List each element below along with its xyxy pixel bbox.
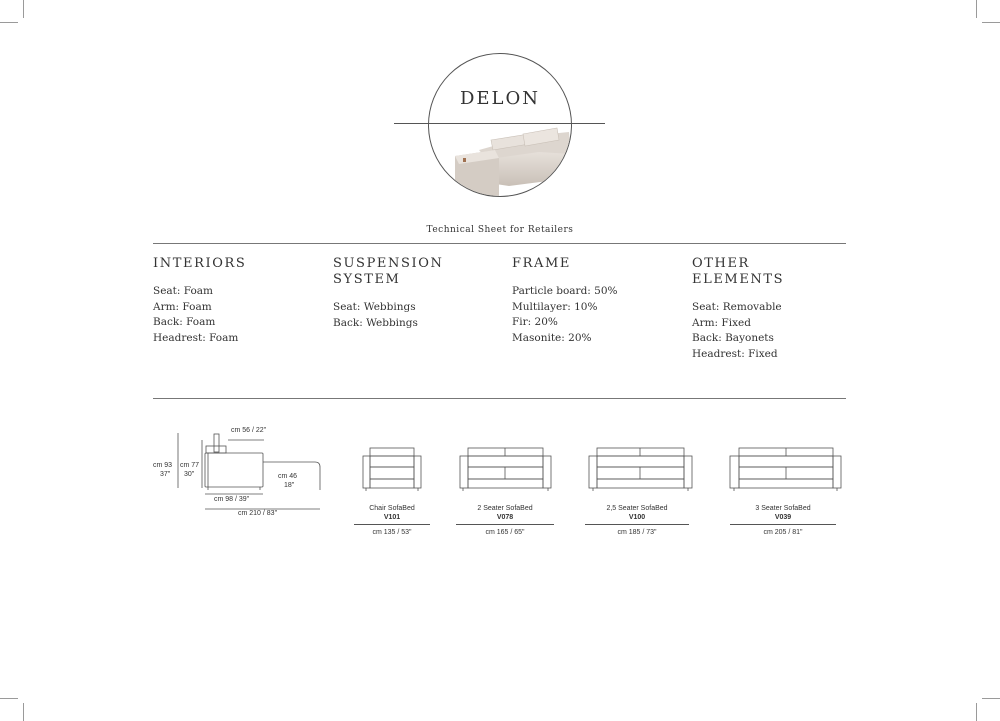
section-heading: FRAME (512, 256, 571, 271)
dim-back-height: cm 77 (180, 462, 200, 469)
crop-mark (976, 0, 977, 18)
dim-seat-height: cm 46 (278, 473, 298, 480)
spec-interiors: INTERIORS Seat: Foam Arm: Foam Back: Foa… (153, 256, 313, 347)
dim-seat-height-in: 18" (284, 482, 295, 489)
section-heading: OTHER ELEMENTS (692, 256, 785, 287)
product-three-seater: 3 Seater SofaBed V039 cm 205 / 81" (728, 504, 838, 537)
spec-suspension: SUSPENSION SYSTEM Seat: Webbings Back: W… (333, 256, 463, 331)
spec-frame: FRAME Particle board: 50% Multilayer: 10… (512, 256, 672, 347)
sofa-photo (455, 127, 571, 196)
emblem-rule (394, 123, 605, 124)
product-width: cm 135 / 53" (372, 529, 412, 536)
product-code: V039 (774, 514, 792, 521)
spec-item: Particle board: 50% (512, 285, 618, 297)
spec-item: Back: Webbings (333, 316, 418, 329)
chair-sofabed-drawing (362, 447, 422, 491)
dim-depth: cm 98 / 39" (214, 496, 250, 503)
spec-item: Multilayer: 10% (512, 300, 598, 313)
product-name: 2 Seater SofaBed (477, 505, 533, 512)
two-half-seater-drawing (588, 447, 693, 491)
product-code: V101 (383, 514, 401, 521)
caption-rule (730, 524, 836, 525)
product-two-seater: 2 Seater SofaBed V078 cm 165 / 65" (455, 504, 555, 537)
two-seater-drawing (459, 447, 552, 491)
caption-rule (354, 524, 430, 525)
dim-total-height-in: 37" (160, 471, 171, 478)
dim-back-height-in: 30" (184, 471, 195, 478)
product-title: DELON (459, 88, 541, 109)
front-view-drawings (362, 447, 842, 491)
spec-item: Headrest: Fixed (692, 348, 778, 361)
spec-item: Headrest: Foam (153, 332, 239, 345)
spec-item: Seat: Webbings (333, 301, 416, 313)
dim-headrest-depth: cm 56 / 22" (231, 427, 267, 434)
spec-item: Seat: Removable (692, 301, 782, 313)
section-heading: INTERIORS (153, 256, 247, 271)
three-seater-drawing (729, 447, 842, 491)
product-width: cm 205 / 81" (763, 529, 803, 536)
sheet-subtitle: Technical Sheet for Retailers (426, 225, 574, 235)
product-width: cm 185 / 73" (617, 529, 657, 536)
product-emblem (428, 53, 572, 197)
product-name: 2,5 Seater SofaBed (606, 505, 668, 512)
product-two-half-seater: 2,5 Seater SofaBed V100 cm 185 / 73" (585, 504, 689, 537)
crop-mark (23, 0, 24, 18)
spec-item: Fir: 20% (512, 316, 558, 329)
section-divider (153, 243, 846, 244)
spec-item: Arm: Foam (153, 300, 212, 313)
spec-item: Arm: Fixed (692, 316, 751, 329)
product-name: 3 Seater SofaBed (755, 505, 811, 512)
spec-item: Seat: Foam (153, 285, 214, 297)
spec-item: Masonite: 20% (512, 332, 592, 345)
crop-mark (982, 698, 1000, 699)
crop-mark (23, 703, 24, 721)
crop-mark (976, 703, 977, 721)
product-code: V078 (496, 514, 514, 521)
caption-rule (456, 524, 554, 525)
spec-other: OTHER ELEMENTS Seat: Removable Arm: Fixe… (692, 256, 812, 363)
spec-item: Back: Foam (153, 316, 216, 329)
spec-item: Back: Bayonets (692, 332, 774, 345)
product-code: V100 (628, 514, 646, 521)
product-width: cm 165 / 65" (485, 529, 525, 536)
product-chair: Chair SofaBed V101 cm 135 / 53" (350, 504, 434, 537)
caption-rule (585, 524, 689, 525)
crop-mark (0, 698, 18, 699)
section-heading: SUSPENSION SYSTEM (333, 256, 444, 287)
dim-total-height: cm 93 (153, 462, 173, 469)
section-divider (153, 398, 846, 399)
side-view-drawing (177, 433, 321, 510)
crop-mark (982, 22, 1000, 23)
dim-open-depth: cm 210 / 83" (238, 510, 278, 517)
crop-mark (0, 22, 18, 23)
product-name: Chair SofaBed (369, 505, 415, 512)
